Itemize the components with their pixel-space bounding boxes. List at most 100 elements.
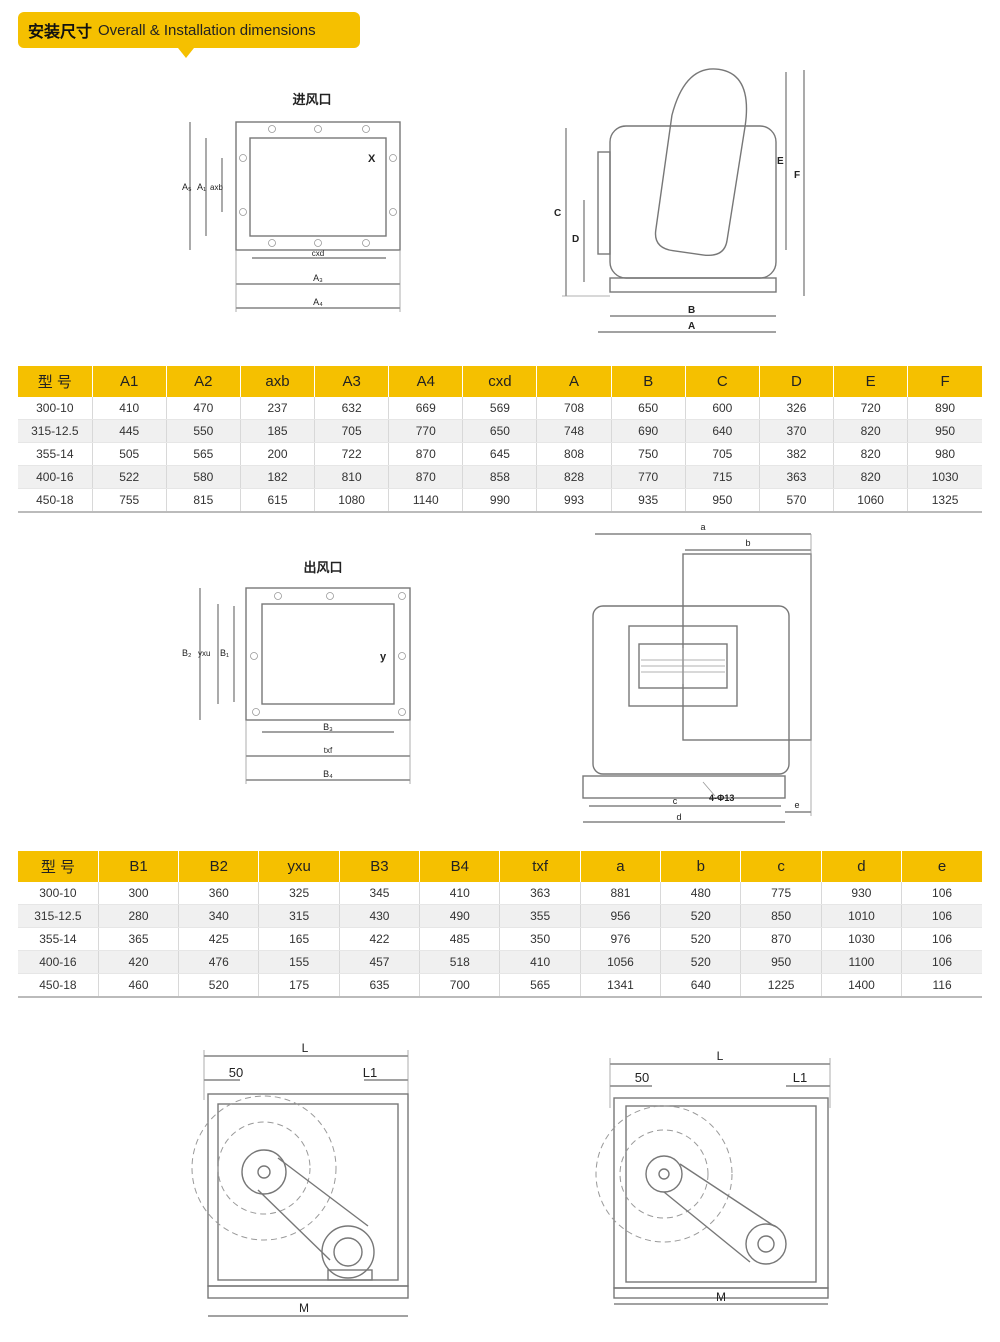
- table-header-cell: B2: [178, 851, 260, 882]
- table-cell: 708: [536, 397, 612, 420]
- table-cell: 820: [833, 419, 909, 443]
- table-cell: 106: [901, 882, 982, 905]
- table-cell: 422: [339, 927, 421, 951]
- table-cell: 355: [499, 904, 581, 928]
- table-cell: 550: [166, 419, 241, 443]
- table-cell: 410: [499, 950, 581, 974]
- table-cell: 1325: [907, 488, 982, 513]
- outlet-label-b1: B₁: [220, 648, 229, 658]
- side-label-c: C: [554, 208, 561, 219]
- table-cell: 750: [611, 442, 686, 466]
- table-cell: 935: [611, 488, 686, 513]
- table-cell: 950: [685, 488, 760, 513]
- table-cell: 300-10: [18, 882, 99, 905]
- table-cell: 993: [536, 488, 612, 513]
- table-cell: 315: [258, 904, 340, 928]
- table-header-cell: B: [611, 366, 686, 397]
- table-cell: 1080: [314, 488, 390, 513]
- table-cell: 505: [92, 442, 167, 466]
- table-cell: 315-12.5: [18, 904, 99, 928]
- table-cell: 1140: [388, 488, 464, 513]
- table-cell: 116: [901, 973, 982, 998]
- inlet-title: 进风口: [292, 92, 331, 107]
- inlet-label-a5: A₅: [182, 182, 192, 192]
- table-cell: 400-16: [18, 465, 93, 489]
- inlet-label-a4: A₄: [313, 297, 323, 307]
- table-cell: 808: [536, 442, 612, 466]
- table-header-cell: c: [740, 851, 822, 882]
- inlet-flange-diagram: 进风口 A₅ A₁ axb X cxd A₃ A₄: [182, 92, 401, 312]
- br-label-l: L: [717, 1049, 724, 1063]
- side-label-d: D: [572, 234, 579, 245]
- table-header-cell: C: [685, 366, 760, 397]
- bl-label-l: L: [302, 1041, 309, 1055]
- table-cell: 365: [98, 927, 180, 951]
- table-cell: 600: [685, 397, 760, 420]
- table-cell: 870: [388, 465, 464, 489]
- section-title-cn: 安装尺寸: [28, 24, 93, 41]
- table-cell: 522: [92, 465, 167, 489]
- table-cell: 580: [166, 465, 241, 489]
- table-cell: 280: [98, 904, 180, 928]
- table-cell: 490: [419, 904, 501, 928]
- table-header-cell: B1: [98, 851, 180, 882]
- outlet-flange-diagram: 出风口 B₂ yxu B₁ y B₃ txf B₄: [182, 560, 411, 784]
- table-cell: 1056: [580, 950, 662, 974]
- table-cell: 520: [660, 927, 742, 951]
- table-cell: 775: [740, 882, 822, 905]
- table-header-cell: A: [536, 366, 612, 397]
- table-cell: 748: [536, 419, 612, 443]
- table-cell: 182: [240, 465, 316, 489]
- table-cell: 350: [499, 927, 581, 951]
- front-label-a: a: [700, 522, 705, 532]
- table-cell: 300: [98, 882, 180, 905]
- table-cell: 326: [759, 397, 835, 420]
- table-cell: 382: [759, 442, 835, 466]
- table-cell: 200: [240, 442, 316, 466]
- table-cell: 770: [611, 465, 686, 489]
- table-header-cell: A1: [92, 366, 167, 397]
- table-header-cell: a: [580, 851, 662, 882]
- table-header-cell: 型 号: [18, 851, 99, 882]
- table-cell: 720: [833, 397, 909, 420]
- outlet-label-y: y: [380, 651, 387, 663]
- table-cell: 930: [821, 882, 903, 905]
- br-label-50: 50: [635, 1070, 649, 1085]
- table-cell: 828: [536, 465, 612, 489]
- table-cell: 1225: [740, 973, 822, 998]
- front-label-b: b: [745, 538, 750, 548]
- table-cell: 355-14: [18, 927, 99, 951]
- table-cell: 106: [901, 927, 982, 951]
- table-cell: 881: [580, 882, 662, 905]
- inlet-label-x: X: [368, 153, 376, 165]
- table-cell: 1010: [821, 904, 903, 928]
- front-view-diagram: a b 4-Φ13 c d e: [582, 522, 812, 823]
- table-cell: 185: [240, 419, 316, 443]
- table-cell: 669: [388, 397, 464, 420]
- table-cell: 410: [92, 397, 167, 420]
- table-cell: 1341: [580, 973, 662, 998]
- table-header-cell: 型 号: [18, 366, 93, 397]
- table-header-cell: e: [901, 851, 982, 882]
- outlet-label-yxu: yxu: [198, 649, 210, 658]
- table-cell: 715: [685, 465, 760, 489]
- table-cell: 770: [388, 419, 464, 443]
- outlet-label-txf: txf: [324, 746, 333, 755]
- table-cell: 300-10: [18, 397, 93, 420]
- side-label-e: E: [777, 156, 784, 167]
- table-header-cell: d: [821, 851, 903, 882]
- table-cell: 569: [462, 397, 538, 420]
- table-header-cell: A3: [314, 366, 390, 397]
- section-banner: 安装尺寸 Overall & Installation dimensions: [18, 12, 360, 48]
- table-cell: 870: [740, 927, 822, 951]
- table-cell: 645: [462, 442, 538, 466]
- table-header-cell: yxu: [258, 851, 340, 882]
